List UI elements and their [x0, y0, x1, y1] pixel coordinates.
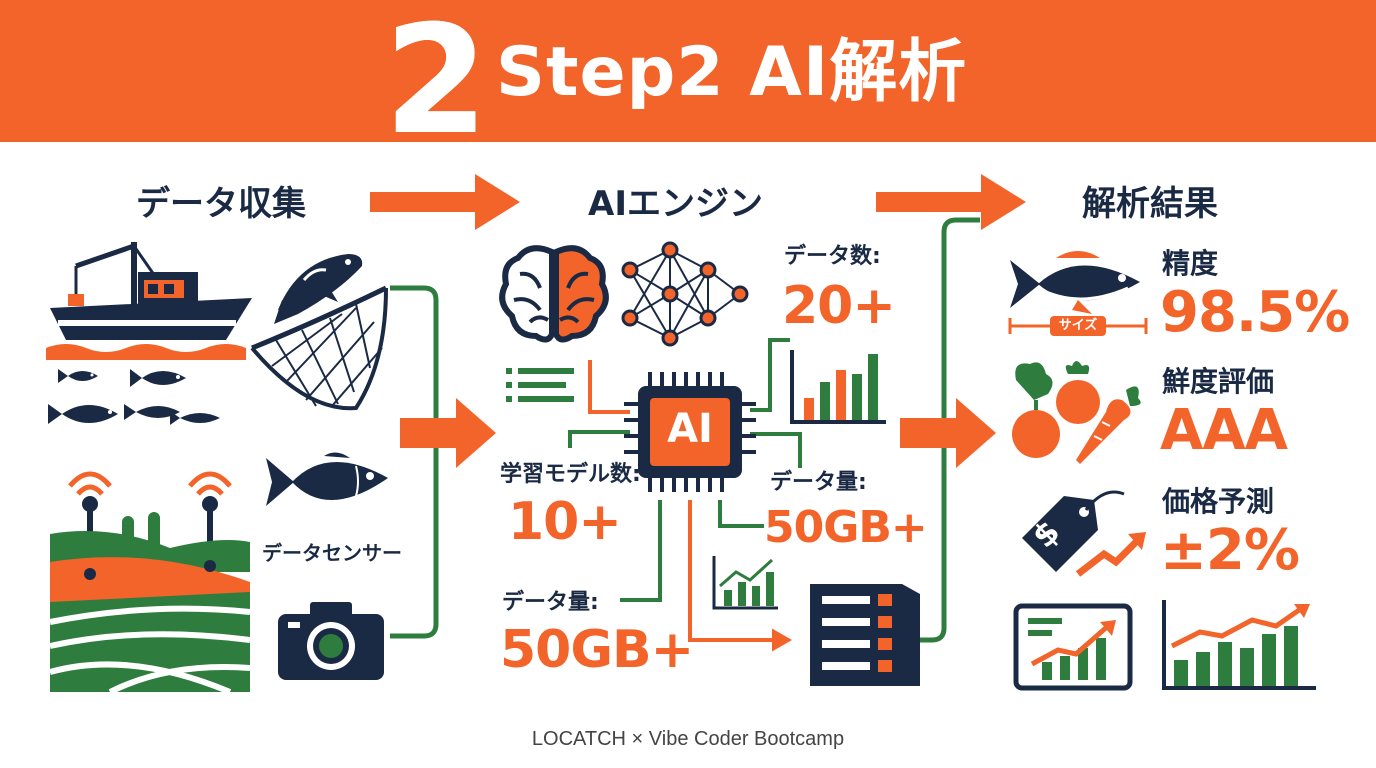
arrow-right-icon — [400, 398, 496, 468]
bar-chart-icon — [790, 350, 886, 424]
neural-network-icon — [621, 241, 749, 347]
fishing-boat-icon — [46, 242, 252, 360]
stat-value-data-volume-2: 50GB+ — [500, 620, 694, 680]
fishing-net-icon — [250, 285, 388, 411]
stat-label-model-count: 学習モデル数: — [500, 462, 641, 487]
section-title-result: 解析結果 — [1082, 184, 1218, 224]
fish-icon — [266, 452, 388, 506]
section-title-engine: AIエンジン — [588, 184, 763, 224]
header-banner — [0, 0, 1376, 142]
price-tag-icon — [1022, 490, 1146, 577]
fish-size-icon — [1008, 251, 1148, 336]
result-label-accuracy: 精度 — [1162, 247, 1219, 280]
footer-credit: LOCATCH × Vibe Coder Bootcamp — [531, 728, 845, 750]
fish-school-icon — [48, 369, 220, 425]
brain-icon — [499, 245, 609, 343]
stat-value-model-count: 10+ — [508, 492, 622, 552]
growth-chart-icon — [712, 556, 778, 610]
step-number: 2 — [384, 0, 489, 168]
arrow-right-icon — [876, 174, 1026, 230]
result-value-accuracy: 98.5% — [1160, 280, 1350, 345]
flow-connector — [390, 285, 439, 639]
result-label-freshness: 鮮度評価 — [1162, 365, 1275, 398]
size-tag-label: サイズ — [1058, 318, 1098, 333]
server-icon — [810, 584, 920, 686]
section-title-collect: データ収集 — [136, 184, 306, 224]
result-value-freshness: AAA — [1160, 398, 1288, 463]
sensor-label: データセンサー — [262, 541, 402, 565]
arrow-right-icon — [370, 174, 520, 230]
trend-chart-icon — [1162, 600, 1316, 690]
farm-field-icon — [49, 471, 251, 695]
list-icon — [506, 368, 574, 402]
stat-value-data-count: 20+ — [782, 276, 896, 336]
arrow-right-icon — [900, 398, 996, 468]
stat-value-data-volume: 50GB+ — [764, 502, 928, 553]
report-chart-icon — [1013, 603, 1133, 691]
fish-icon — [274, 254, 363, 324]
ai-chip-icon — [624, 372, 756, 492]
camera-icon — [278, 602, 384, 680]
vegetables-icon — [1012, 361, 1141, 464]
stat-label-data-volume: データ量: — [770, 470, 867, 495]
chip-connectors — [568, 338, 802, 652]
stat-label-data-count: データ数: — [784, 244, 881, 269]
result-value-price: ±2% — [1160, 518, 1300, 583]
ai-chip-label: AI — [667, 406, 713, 452]
result-label-price: 価格予測 — [1162, 485, 1275, 518]
page-title: Step2 AI解析 — [496, 33, 968, 112]
stat-label-data-volume-2: データ量: — [502, 590, 599, 615]
